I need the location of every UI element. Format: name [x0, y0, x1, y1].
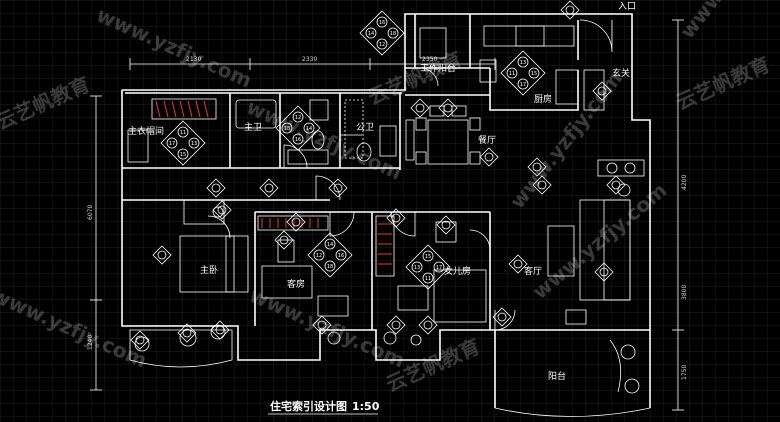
public-bath-fixtures: [344, 99, 397, 162]
index-tag: [130, 330, 150, 350]
index-tag: [210, 320, 230, 340]
index-diamond: 15 17 11 13: [405, 244, 451, 290]
room-label-master-bath: 主卫: [244, 121, 262, 133]
index-tag: [286, 212, 306, 232]
dimension-left-2: 1240: [87, 335, 94, 350]
index-tag: [259, 178, 279, 198]
index-tag: [312, 315, 332, 335]
index-tag: [418, 315, 438, 335]
index-tag: [212, 200, 232, 220]
index-tag: [206, 178, 226, 198]
room-label-foyer: 玄关: [612, 67, 630, 79]
index-number: 17: [520, 82, 526, 88]
index-number: 13: [191, 141, 197, 147]
index-tag: [274, 230, 294, 250]
index-tag-symbols: [130, 0, 626, 350]
room-label-entrance: 入口: [618, 1, 636, 12]
index-number: 17: [436, 265, 442, 271]
master-bed: [179, 199, 249, 293]
index-tag: [508, 254, 528, 274]
index-number: 12: [316, 253, 322, 259]
room-label-guest-room: 客房: [287, 278, 305, 290]
index-tag: [532, 175, 552, 195]
guest-bed: [261, 239, 349, 317]
drawing-title: 住宅索引设计图 1:50: [268, 399, 380, 415]
exterior-walls: [121, 13, 651, 417]
index-number: 14: [306, 126, 312, 132]
index-tag: [606, 175, 626, 195]
index-number: 12: [295, 115, 301, 121]
room-label-balcony: 阳台: [548, 370, 566, 382]
room-label-dining: 餐厅: [478, 134, 496, 146]
index-number: 15: [531, 71, 537, 77]
dimension-right-3: 1750: [681, 365, 688, 380]
drawing-scale: 1:50: [352, 400, 380, 413]
index-tag: [386, 208, 406, 228]
room-label-master-closet: 主衣帽间: [128, 125, 164, 137]
dimension-top-2: 2330: [302, 56, 317, 63]
room-label-public-bath: 公卫: [356, 122, 374, 133]
index-tag: [527, 157, 547, 177]
kitchen-fixtures: [419, 25, 605, 111]
index-tag: [436, 215, 456, 235]
index-diamond: 11 13 15 17: [160, 120, 206, 166]
index-diamond: 16 18 12 14: [359, 10, 405, 56]
index-tag: [177, 323, 197, 343]
index-tag: [592, 81, 612, 101]
dimension-top-3: 2350: [422, 56, 437, 63]
door-swings: [207, 19, 613, 331]
index-number: 17: [169, 141, 175, 147]
index-tag: [386, 315, 406, 335]
index-diamond: 12 14 16 18: [275, 105, 321, 151]
index-number: 18: [390, 31, 396, 37]
index-number: 11: [180, 130, 186, 136]
index-number: 13: [414, 265, 420, 271]
index-diamond: 14 16 18 12: [307, 232, 353, 278]
balcony-planters: [129, 324, 640, 394]
index-number: 13: [520, 60, 526, 66]
room-label-work-balcony: 工作阳台: [420, 62, 456, 74]
room-label-master-bedroom: 主卧: [200, 264, 218, 276]
daughter-bed: [397, 221, 487, 323]
index-tag: [410, 98, 430, 118]
room-label-living: 客厅: [524, 265, 542, 277]
index-number: 18: [327, 264, 333, 270]
index-number: 16: [338, 253, 344, 259]
interior-walls: [122, 14, 579, 330]
wardrobe-daughter: [375, 215, 395, 277]
index-tag: [438, 98, 458, 118]
drawing-title-text: 住宅索引设计图: [270, 399, 347, 413]
room-label-kitchen: 厨房: [534, 93, 552, 105]
index-number: 14: [327, 242, 333, 248]
wardrobe-master-closet: [127, 98, 217, 163]
dimension-lines: [90, 19, 684, 411]
index-number: 15: [425, 254, 431, 260]
room-label-daughter-room: 女儿房: [444, 265, 471, 277]
index-tag: [152, 245, 172, 265]
dining-table: [405, 105, 481, 165]
index-tag: [328, 178, 348, 198]
index-tag: [594, 262, 614, 282]
index-number: 16: [295, 137, 301, 143]
index-number: 16: [379, 20, 385, 26]
master-bath-fixtures: [235, 99, 329, 165]
index-number: 11: [509, 71, 515, 77]
dimension-right-2: 3800: [681, 285, 688, 300]
index-number: 15: [180, 152, 186, 158]
index-number: 14: [368, 31, 374, 37]
index-tag: [492, 307, 512, 327]
index-number: 18: [284, 126, 290, 132]
index-number: 12: [379, 42, 385, 48]
living-furniture: [547, 159, 645, 325]
dimension-right-1: 4200: [681, 175, 688, 190]
index-tag: [479, 147, 499, 167]
dimension-left-1: 6070: [87, 205, 94, 220]
dimension-top-1: 2130: [186, 56, 201, 63]
index-number: 11: [425, 276, 431, 282]
index-diamond: 13 15 17 11: [500, 50, 546, 96]
index-tag: [560, 0, 580, 20]
